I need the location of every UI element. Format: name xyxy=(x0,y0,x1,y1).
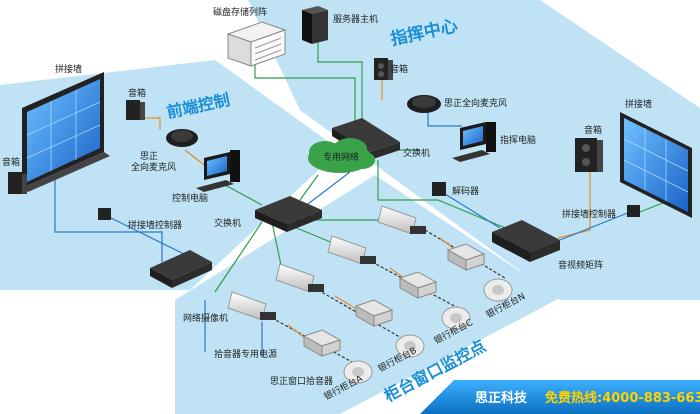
label-decoder: 解码器 xyxy=(452,185,479,197)
speaker-right-device xyxy=(575,138,603,172)
decoder-device xyxy=(432,182,446,196)
omni-microphone-device xyxy=(407,95,441,113)
private-network-cloud xyxy=(308,138,375,173)
speaker-top-device xyxy=(374,58,393,80)
footer-brand: 思正科技 xyxy=(475,390,528,406)
speaker-left-top-device xyxy=(126,100,145,120)
window-pickup-b xyxy=(395,334,425,358)
cable xyxy=(559,211,631,241)
command-pc-device xyxy=(452,122,496,162)
label-av-matrix: 音视频矩阵 xyxy=(558,259,603,271)
label-mic-top: 思正全向麦克风 xyxy=(444,97,507,109)
switch-bottom-device xyxy=(150,250,212,288)
label-control-pc: 控制电脑 xyxy=(172,192,208,204)
disk-array-device xyxy=(226,21,287,67)
counter-zone xyxy=(175,175,560,414)
label-speaker-right: 音箱 xyxy=(584,124,602,136)
label-private-net: 专用网络 xyxy=(323,151,359,163)
cable xyxy=(444,193,501,229)
pickup-power-supply-1 xyxy=(302,329,342,357)
window-pickup-n xyxy=(483,278,513,302)
control-pc-device xyxy=(196,150,240,192)
label-mic-left-line2: 全向麦克风 xyxy=(131,161,176,173)
cable xyxy=(317,28,363,122)
footer-hotline: 免费热线:4000-883-663 xyxy=(545,390,700,406)
videowall-left-device xyxy=(22,72,110,192)
network-camera-4 xyxy=(377,205,426,235)
speaker-left-device xyxy=(8,172,27,194)
av-matrix-device xyxy=(492,220,560,262)
cable xyxy=(271,221,283,271)
cable xyxy=(224,184,263,206)
label-disk-array: 磁盘存储列阵 xyxy=(213,6,267,18)
network-camera-3 xyxy=(327,235,376,265)
cable xyxy=(214,221,263,293)
label-server-host: 服务器主机 xyxy=(333,13,378,25)
pickup-power-supply-3 xyxy=(398,271,438,299)
label-speaker-top: 音箱 xyxy=(390,63,408,75)
videowall-right-device xyxy=(620,112,692,218)
cable xyxy=(557,162,591,239)
label-videowall-ctrl-right: 拼接墙控制器 xyxy=(562,208,616,220)
server-host-device xyxy=(302,6,328,44)
label-command-pc: 指挥电脑 xyxy=(500,134,536,146)
label-videowall-left: 拼接墙 xyxy=(55,63,82,75)
label-videowall-ctrl-left: 拼接墙控制器 xyxy=(128,219,182,231)
power-cable xyxy=(287,324,306,339)
window-pickup-c xyxy=(441,306,471,330)
cable xyxy=(54,160,163,262)
command-center-zone xyxy=(248,0,700,300)
label-videowall-right: 拼接墙 xyxy=(625,98,652,110)
window-pickup-a xyxy=(343,360,373,384)
videowall-controller-left-device xyxy=(98,208,111,220)
label-mic-left-line1: 思正 xyxy=(140,151,158,162)
cable xyxy=(299,174,319,201)
label-speaker-left-top: 音箱 xyxy=(128,87,146,99)
network-camera-2 xyxy=(275,263,324,293)
videowall-controller-right-device xyxy=(627,205,640,217)
pickup-power-supply-4 xyxy=(446,243,486,271)
label-pickup-power: 拾音器专用电源 xyxy=(214,348,277,360)
network-camera-1 xyxy=(227,291,276,321)
cable xyxy=(377,160,516,233)
label-speaker-left: 音箱 xyxy=(2,156,20,168)
label-window-pickup: 思正窗口拾音器 xyxy=(270,375,333,387)
pickup-power-supply-2 xyxy=(354,299,394,327)
footer-banner: 思正科技 免费热线:4000-883-663 xyxy=(420,380,700,414)
power-cable xyxy=(334,295,359,311)
label-network-camera: 网络摄像机 xyxy=(183,312,228,324)
switch-mid-device xyxy=(255,196,322,232)
cable xyxy=(299,171,351,211)
omni-microphone-left-device xyxy=(166,129,198,147)
label-switch-top: 交换机 xyxy=(403,147,430,159)
label-switch-mid: 交换机 xyxy=(214,217,241,229)
